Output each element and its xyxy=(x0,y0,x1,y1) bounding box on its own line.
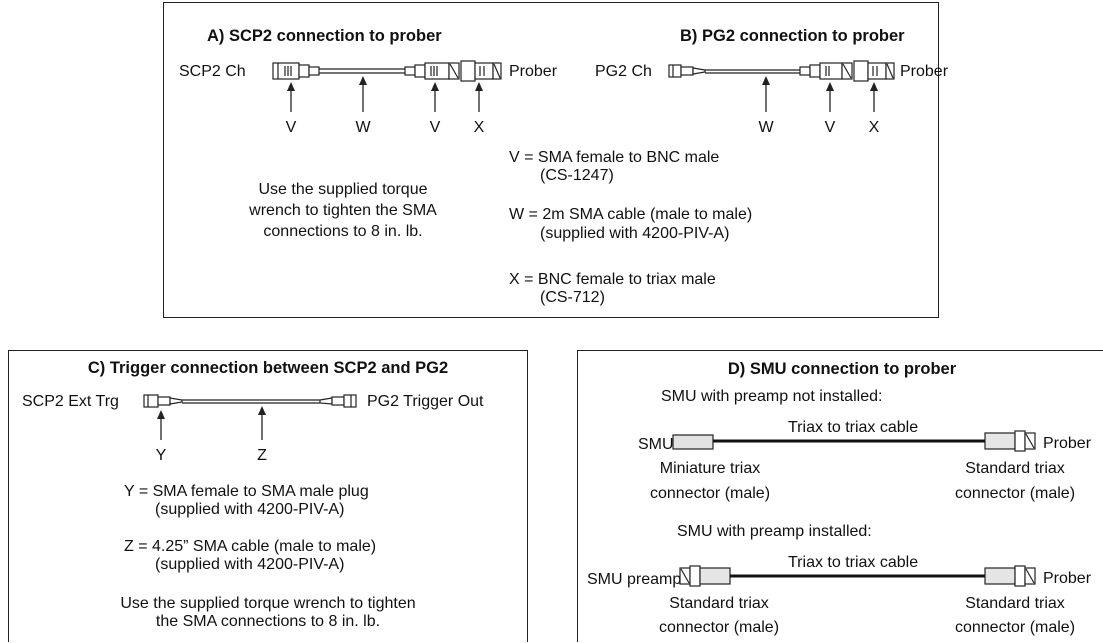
marker-v-b: V xyxy=(824,119,836,136)
legend-z-line1: Z = 4.25” SMA cable (male to male) xyxy=(124,538,377,555)
panel-c-title: C) Trigger connection between SCP2 and P… xyxy=(87,359,449,377)
legend-x-line1: X = BNC female to triax male xyxy=(509,271,716,288)
connector-x-a xyxy=(460,60,502,82)
scp2-ch-label: SCP2 Ch xyxy=(179,63,246,80)
arrow-x-a xyxy=(475,82,483,112)
miniature-triax-connector xyxy=(672,434,714,450)
arrow-v2-a xyxy=(431,82,439,112)
cable-label-2: Triax to triax cable xyxy=(788,554,919,571)
panel-d-title: D) SMU connection to prober xyxy=(727,360,957,378)
torque-note-c-line1: Use the supplied torque wrench to tighte… xyxy=(120,595,416,612)
not-installed-heading: SMU with preamp not installed: xyxy=(661,388,883,405)
panel-c xyxy=(8,350,528,642)
arrow-w-a xyxy=(359,76,367,112)
connector-x-b xyxy=(853,60,895,82)
left-connector-1-line1: Miniature triax xyxy=(659,460,761,477)
legend-y-line1: Y = SMA female to SMA male plug xyxy=(124,483,369,500)
torque-note-c-line2: the SMA connections to 8 in. lb. xyxy=(155,613,381,630)
arrow-w-b xyxy=(762,76,770,112)
cable-label-1: Triax to triax cable xyxy=(788,419,919,436)
arrow-y xyxy=(157,410,165,440)
torque-note-ab-line1: Use the supplied torque xyxy=(258,181,428,198)
legend-w-line1: W = 2m SMA cable (male to male) xyxy=(509,206,753,223)
sma-cable-w-b xyxy=(705,69,800,74)
pg2-ch-label: PG2 Ch xyxy=(595,63,652,80)
marker-z: Z xyxy=(257,447,267,464)
right-connector-2-line1: Standard triax xyxy=(965,595,1065,612)
legend-x-line2: (CS-712) xyxy=(540,289,605,306)
marker-v1-a: V xyxy=(285,119,297,136)
scp2-ext-trg-label: SCP2 Ext Trg xyxy=(22,393,119,410)
marker-w-a: W xyxy=(355,119,371,136)
prober-label-d2: Prober xyxy=(1043,570,1092,587)
connector-v-right-a xyxy=(404,62,460,80)
torque-note-ab-line3: connections to 8 in. lb. xyxy=(263,223,423,240)
standard-triax-connector-left-2 xyxy=(679,565,731,587)
sma-cable-w-a xyxy=(319,68,405,74)
torque-note-ab-line2: wrench to tighten the SMA xyxy=(249,202,437,219)
legend-v-line2: (CS-1247) xyxy=(540,167,614,184)
left-connector-2-line2: connector (male) xyxy=(658,619,780,636)
left-connector-2-line1: Standard triax xyxy=(669,595,769,612)
legend-v-line1: V = SMA female to BNC male xyxy=(509,149,720,166)
legend-w-line2: (supplied with 4200-PIV-A) xyxy=(540,225,730,242)
right-connector-1-line1: Standard triax xyxy=(965,460,1065,477)
prober-label-b: Prober xyxy=(900,63,949,80)
sma-adapter-y xyxy=(143,394,183,408)
panel-b-title: B) PG2 connection to prober xyxy=(680,27,905,45)
panel-a-title: A) SCP2 connection to prober xyxy=(207,27,442,45)
marker-x-a: X xyxy=(473,119,485,136)
arrow-v1-a xyxy=(287,82,295,112)
prober-label-a: Prober xyxy=(509,63,558,80)
panel-ab xyxy=(163,2,939,318)
arrow-z xyxy=(258,406,266,440)
marker-x-b: X xyxy=(868,119,880,136)
sma-plug-c-right xyxy=(319,394,357,408)
smu-preamp-label: SMU preamp xyxy=(587,571,682,588)
pg2-trigger-out-label: PG2 Trigger Out xyxy=(367,393,484,410)
arrow-x-b xyxy=(870,82,878,112)
sma-plug-b xyxy=(668,64,706,78)
left-connector-1-line2: connector (male) xyxy=(649,485,771,502)
marker-w-b: W xyxy=(758,119,774,136)
connector-v-b xyxy=(799,62,853,80)
prober-label-d1: Prober xyxy=(1043,435,1092,452)
standard-triax-connector-right-1 xyxy=(984,430,1036,452)
standard-triax-connector-right-2 xyxy=(984,565,1036,587)
installed-heading: SMU with preamp installed: xyxy=(677,523,872,540)
legend-y-line2: (supplied with 4200-PIV-A) xyxy=(155,501,345,518)
panel-d xyxy=(577,350,1103,642)
legend-z-line2: (supplied with 4200-PIV-A) xyxy=(155,556,345,573)
connector-v-left-a xyxy=(272,62,320,80)
right-connector-2-line2: connector (male) xyxy=(954,619,1076,636)
sma-cable-z xyxy=(182,399,320,404)
smu-label: SMU xyxy=(638,436,674,453)
right-connector-1-line2: connector (male) xyxy=(954,485,1076,502)
marker-v2-a: V xyxy=(429,119,441,136)
arrow-v-b xyxy=(826,82,834,112)
marker-y: Y xyxy=(155,447,167,464)
